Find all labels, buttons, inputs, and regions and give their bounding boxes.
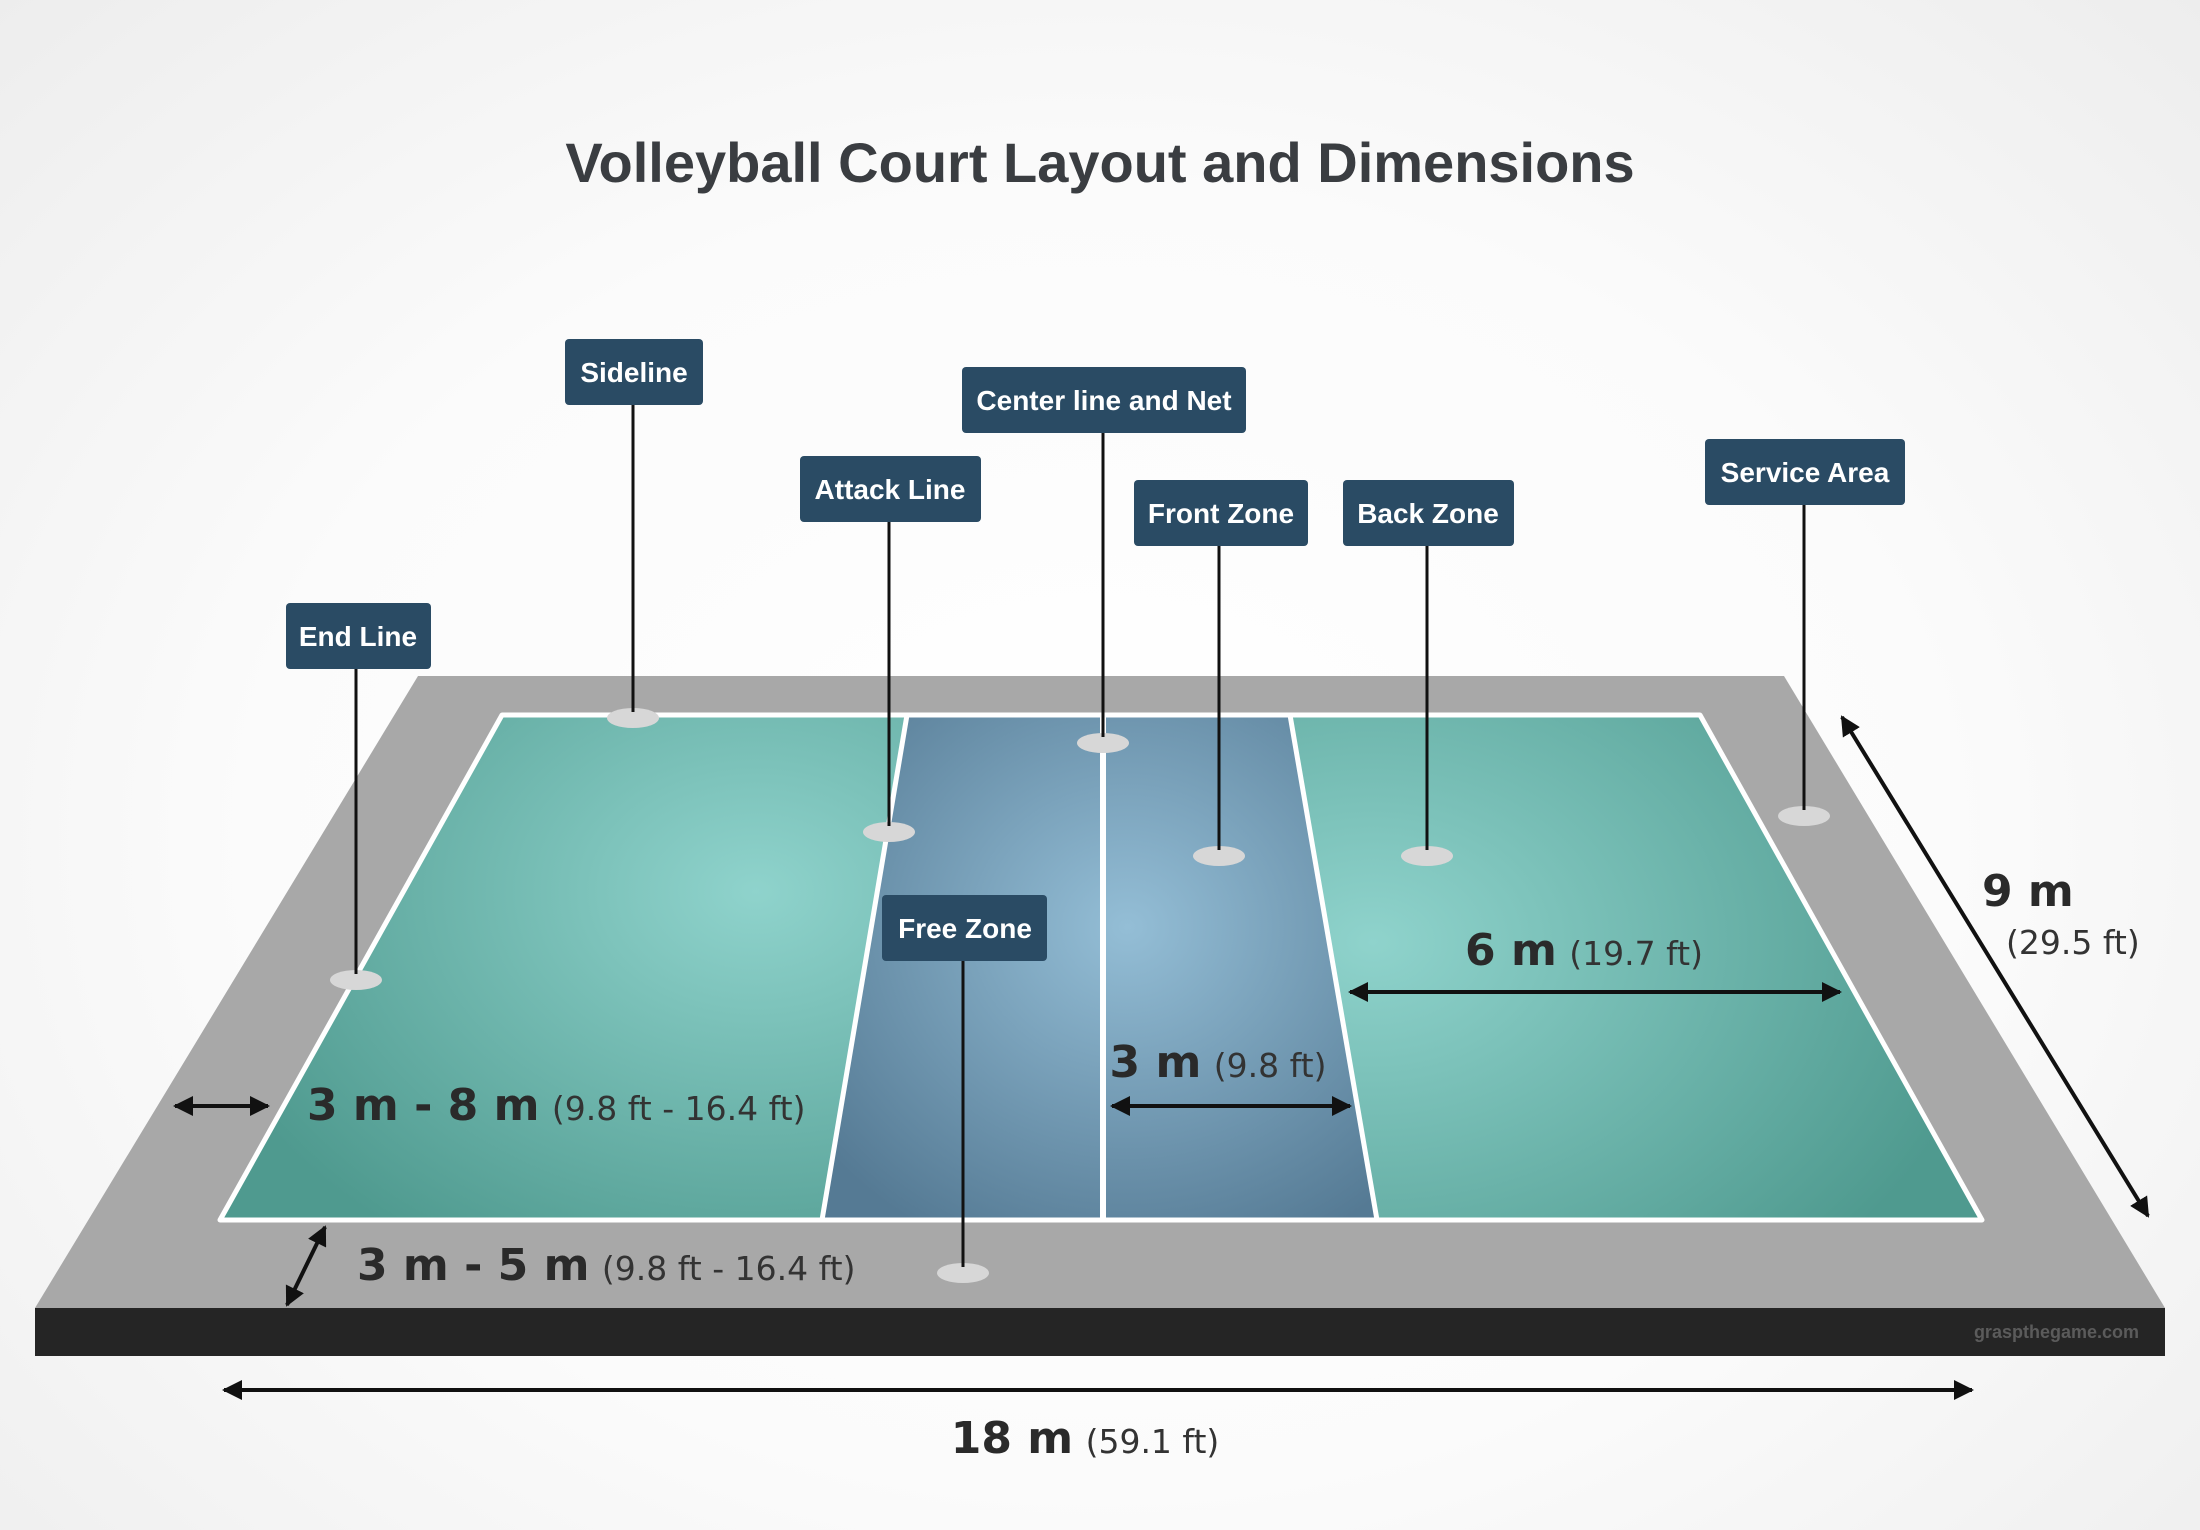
center-line-net-label: Center line and Net	[976, 385, 1231, 416]
side-free-zone-text: 3 m - 5 m (9.8 ft - 16.4 ft)	[357, 1240, 855, 1291]
attack-line-label: Attack Line	[815, 474, 966, 505]
service-area-label: Service Area	[1721, 457, 1890, 488]
label-free-zone: Free Zone	[882, 895, 1047, 1283]
label-end-line: End Line	[286, 603, 431, 990]
label-attack-line: Attack Line	[800, 456, 981, 842]
free-zone-label: Free Zone	[898, 913, 1032, 944]
back-zone-label: Back Zone	[1357, 498, 1499, 529]
end-free-zone-text: 3 m - 8 m (9.8 ft - 16.4 ft)	[307, 1080, 805, 1131]
label-service-area: Service Area	[1705, 439, 1905, 826]
label-back-zone: Back Zone	[1343, 480, 1514, 866]
left-back-zone	[220, 715, 907, 1220]
back-zone-depth-text: 6 m (19.7 ft)	[1465, 925, 1703, 976]
attack-line-right	[1287, 714, 1380, 1221]
label-front-zone: Front Zone	[1134, 480, 1308, 866]
label-sideline: Sideline	[565, 339, 703, 728]
label-center-line-net: Center line and Net	[962, 367, 1246, 753]
front-zone-area	[822, 715, 1377, 1220]
site-credit: graspthegame.com	[1974, 1322, 2139, 1342]
side-free-zone-arrow	[285, 1225, 327, 1307]
court-length-text: 18 m (59.1 ft)	[951, 1413, 1220, 1464]
front-zone-label: Front Zone	[1148, 498, 1294, 529]
front-zone-depth-text: 3 m (9.8 ft)	[1110, 1037, 1327, 1088]
page-title: Volleyball Court Layout and Dimensions	[565, 131, 1634, 194]
court-width-imperial-text: (29.5 ft)	[2006, 923, 2140, 962]
sideline-label: Sideline	[580, 357, 687, 388]
court-boundary-lines	[217, 712, 1985, 1223]
end-line-label: End Line	[299, 621, 417, 652]
court-width-arrow	[1840, 715, 2150, 1218]
court-base	[35, 1308, 2165, 1356]
court-width-metric-text: 9 m	[1982, 866, 2074, 917]
attack-line-left	[819, 714, 910, 1221]
right-back-zone	[1290, 715, 1982, 1220]
